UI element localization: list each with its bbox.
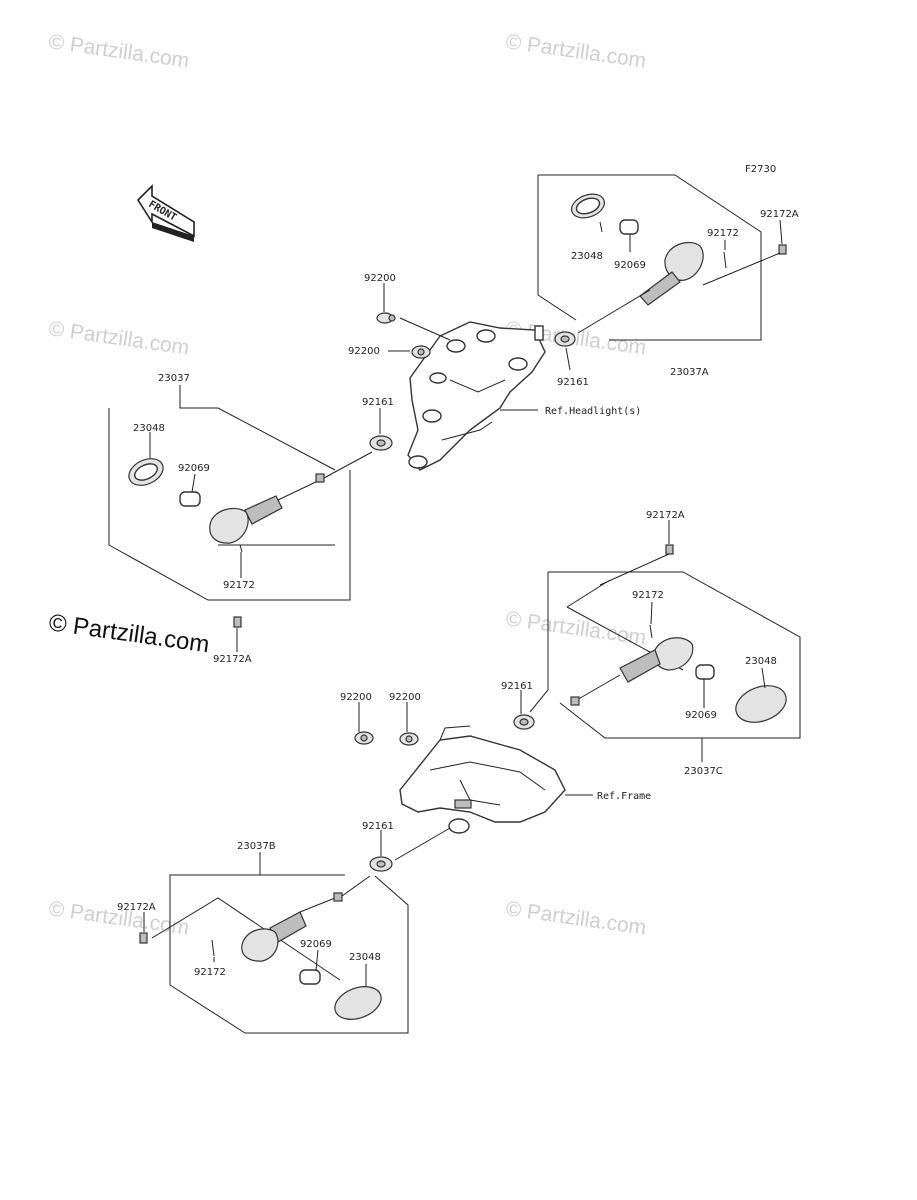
label-92172a: 92172A: [213, 654, 252, 665]
watermark: © Partzilla.com: [504, 30, 647, 72]
label-92161: 92161: [557, 377, 589, 388]
grommet-92200-d: [399, 702, 419, 746]
label-23037b: 23037B: [237, 841, 276, 852]
front-arrow-icon: FRONT: [136, 184, 195, 242]
watermark: © Partzilla.com: [47, 317, 190, 359]
turn-signal-assembly-23037c: [529, 520, 801, 762]
ref-frame: Ref.Frame: [597, 791, 651, 802]
grommet-92161-left: [369, 408, 393, 451]
rear-frame: [399, 725, 593, 834]
label-92200: 92200: [340, 692, 372, 703]
label-23037c: 23037C: [684, 766, 723, 777]
label-92069: 92069: [614, 260, 646, 271]
label-23048: 23048: [745, 656, 777, 667]
grommet-92161-r2: [513, 690, 535, 730]
label-92172: 92172: [632, 590, 664, 601]
label-92200: 92200: [364, 273, 396, 284]
label-92069: 92069: [178, 463, 210, 474]
label-92161: 92161: [362, 821, 394, 832]
label-92172a: 92172A: [646, 510, 685, 521]
label-23048: 23048: [133, 423, 165, 434]
grommet-92200-c: [354, 702, 374, 745]
label-92172: 92172: [707, 228, 739, 239]
ref-headlight: Ref.Headlight(s): [545, 406, 641, 417]
label-92200: 92200: [389, 692, 421, 703]
label-23048: 23048: [571, 251, 603, 262]
grommet-92200-b: [388, 345, 431, 359]
label-92069: 92069: [300, 939, 332, 950]
headlight-bracket: [407, 321, 546, 471]
watermark-prominent: © Partzilla.com: [47, 609, 211, 658]
label-23037: 23037: [158, 373, 190, 384]
label-92069: 92069: [685, 710, 717, 721]
label-92172: 92172: [223, 580, 255, 591]
label-92172: 92172: [194, 967, 226, 978]
label-92172a: 92172A: [760, 209, 799, 220]
turn-signal-assembly-23037: [108, 385, 373, 652]
watermark: © Partzilla.com: [504, 607, 647, 649]
grommet-92200-a: [376, 283, 451, 341]
label-92172a: 92172A: [117, 902, 156, 913]
label-92200: 92200: [348, 346, 380, 357]
grommet-92161-top: [554, 331, 576, 371]
label-92161: 92161: [501, 681, 533, 692]
diagram-code: F2730: [745, 164, 776, 175]
label-23037a: 23037A: [670, 367, 709, 378]
label-23048: 23048: [349, 952, 381, 963]
label-92161: 92161: [362, 397, 394, 408]
turn-signal-assembly-23037b: [139, 827, 451, 1034]
turn-signal-assembly-23037a: [537, 174, 787, 341]
watermark: © Partzilla.com: [504, 897, 647, 939]
watermark: © Partzilla.com: [47, 30, 190, 72]
